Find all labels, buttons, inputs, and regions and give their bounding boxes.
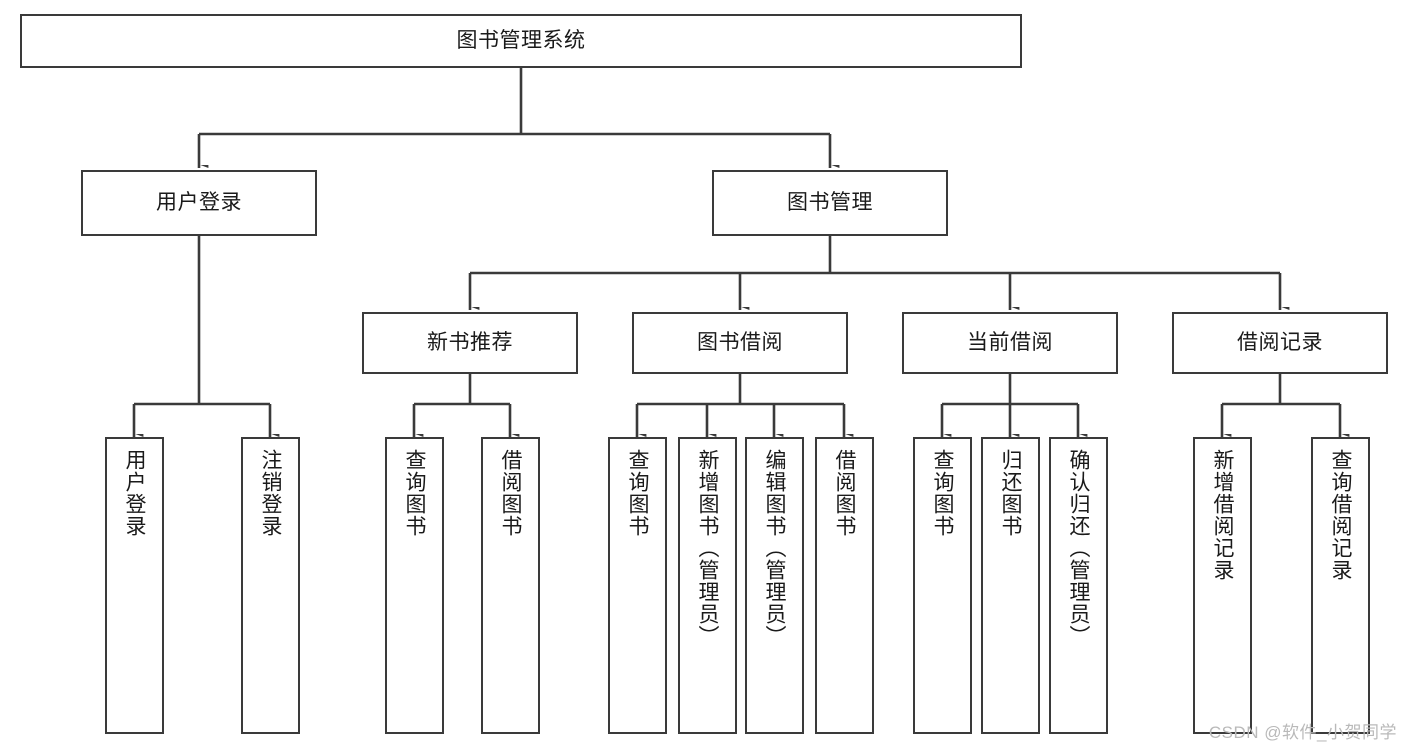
node-book-borrow-label: 图书借阅 [697,330,783,354]
node-leaf-logout-label: 注销登录 [259,449,283,537]
node-borrow-record-label: 借阅记录 [1237,330,1323,354]
node-leaf-query-book-3-label: 查询图书 [931,449,955,537]
node-leaf-borrow-book-2[interactable]: 借阅图书 [815,437,874,734]
node-book-borrow[interactable]: 图书借阅 [632,312,848,374]
node-leaf-logout[interactable]: 注销登录 [241,437,300,734]
node-leaf-add-record-label: 新增借阅记录 [1211,449,1235,581]
node-leaf-query-book-3[interactable]: 查询图书 [913,437,972,734]
node-leaf-add-record[interactable]: 新增借阅记录 [1193,437,1252,734]
node-new-book-rec-label: 新书推荐 [427,330,513,354]
node-book-manage-label: 图书管理 [787,190,873,214]
node-leaf-edit-book-label: 编辑图书（管理员） [763,449,787,647]
node-current-borrow[interactable]: 当前借阅 [902,312,1118,374]
node-leaf-borrow-book-1-label: 借阅图书 [499,449,523,537]
node-root-label: 图书管理系统 [456,28,586,52]
node-leaf-user-login[interactable]: 用户登录 [105,437,164,734]
node-leaf-borrow-book-1[interactable]: 借阅图书 [481,437,540,734]
node-root[interactable]: 图书管理系统 [20,14,1022,68]
node-leaf-query-book-1[interactable]: 查询图书 [385,437,444,734]
node-leaf-return-book[interactable]: 归还图书 [981,437,1040,734]
node-borrow-record[interactable]: 借阅记录 [1172,312,1388,374]
node-new-book-rec[interactable]: 新书推荐 [362,312,578,374]
node-leaf-query-book-1-label: 查询图书 [403,449,427,537]
node-leaf-add-book-label: 新增图书（管理员） [696,449,720,647]
node-user-login[interactable]: 用户登录 [81,170,317,236]
node-current-borrow-label: 当前借阅 [967,330,1053,354]
node-leaf-query-record[interactable]: 查询借阅记录 [1311,437,1370,734]
node-leaf-borrow-book-2-label: 借阅图书 [833,449,857,537]
node-leaf-confirm-return[interactable]: 确认归还（管理员） [1049,437,1108,734]
node-leaf-return-book-label: 归还图书 [999,449,1023,537]
node-leaf-add-book[interactable]: 新增图书（管理员） [678,437,737,734]
node-leaf-edit-book[interactable]: 编辑图书（管理员） [745,437,804,734]
node-leaf-query-record-label: 查询借阅记录 [1329,449,1353,581]
node-leaf-query-book-2[interactable]: 查询图书 [608,437,667,734]
csdn-watermark: CSDN @软件_小贺同学 [1208,723,1397,742]
node-leaf-user-login-label: 用户登录 [123,449,147,537]
node-leaf-confirm-return-label: 确认归还（管理员） [1067,449,1091,647]
node-book-manage[interactable]: 图书管理 [712,170,948,236]
node-user-login-label: 用户登录 [156,190,242,214]
node-leaf-query-book-2-label: 查询图书 [626,449,650,537]
